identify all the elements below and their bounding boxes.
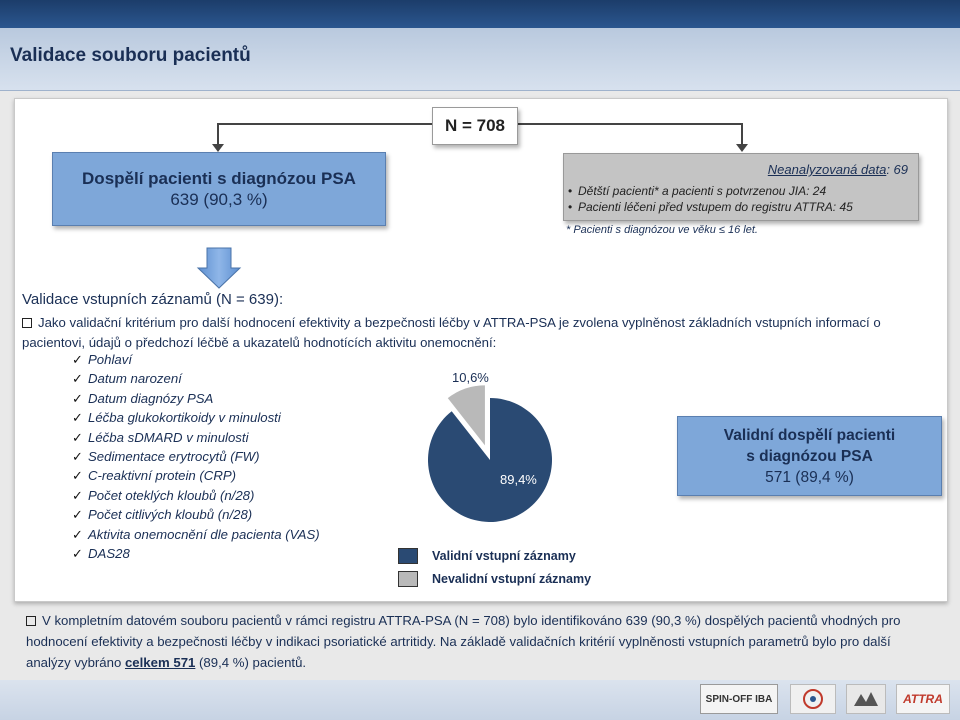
criteria-item: ✓ C-reaktivní protein (CRP) (72, 466, 320, 485)
criteria-item: ✓ Léčba glukokortikoidy v minulosti (72, 408, 320, 427)
summary-part2: (89,4 %) pacientů. (195, 655, 307, 670)
checkbox-icon (26, 616, 36, 626)
summary-part1: V kompletním datovém souboru pacientů v … (26, 613, 901, 670)
criteria-label: Pohlaví (88, 352, 132, 367)
pie-slice-invalid (446, 384, 486, 449)
page-title: Validace souboru pacientů (10, 45, 251, 66)
adult-box-label: Dospělí pacienti s diagnózou PSA (82, 169, 356, 188)
unanalyzed-item-text: Dětští pacienti* a pacienti s potvrzenou… (578, 184, 813, 198)
criteria-label: Léčba sDMARD v minulosti (88, 429, 249, 445)
legend-swatch-invalid (398, 571, 418, 587)
registry-emblem (846, 684, 886, 714)
valid-box-line2: s diagnózou PSA (746, 447, 873, 465)
footnote: * Pacienti s diagnózou ve věku ≤ 16 let. (566, 224, 758, 236)
down-arrow-icon (196, 247, 242, 289)
society-seal-icon (803, 689, 823, 709)
validation-text: Jako validační kritérium pro další hodno… (22, 313, 922, 353)
connector-right-arrowhead (736, 144, 748, 152)
unanalyzed-item-value: 45 (839, 200, 853, 214)
unanalyzed-heading: Neanalyzovaná data: 69 (564, 154, 918, 177)
valid-box-line1: Validní dospělí pacienti (723, 426, 896, 444)
pie-chart: 89,4% 10,6% (428, 370, 552, 522)
criteria-label: DAS28 (88, 545, 130, 561)
criteria-label: Sedimentace erytrocytů (FW) (88, 448, 260, 464)
top-bar (0, 0, 960, 28)
criteria-item: ✓ Počet oteklých kloubů (n/28) (72, 486, 320, 505)
connector-left (217, 123, 432, 146)
valid-box-value: 571 (89,4 %) (765, 468, 854, 486)
adult-patients-box: Dospělí pacienti s diagnózou PSA 639 (90… (52, 152, 386, 226)
criteria-label: Počet citlivých kloubů (n/28) (88, 507, 253, 523)
criteria-item: ✓ DAS28 (72, 544, 320, 563)
total-count-box: N = 708 (432, 107, 518, 145)
unanalyzed-data-box: Neanalyzovaná data: 69 Dětští pacienti* … (563, 153, 919, 221)
check-icon: ✓ (72, 390, 83, 406)
criteria-label: Počet oteklých kloubů (n/28) (88, 487, 255, 503)
criteria-item: ✓ Pohlaví (72, 350, 320, 369)
check-icon: ✓ (72, 429, 83, 445)
criteria-item: ✓ Sedimentace erytrocytů (FW) (72, 447, 320, 466)
criteria-label: Datum diagnózy PSA (88, 390, 214, 406)
unanalyzed-list: Dětští pacienti* a pacienti s potvrzenou… (564, 183, 918, 215)
unanalyzed-item-value: 24 (812, 184, 827, 198)
criteria-label: Datum narození (88, 371, 182, 387)
validation-text-content: Jako validační kritérium pro další hodno… (22, 315, 881, 350)
header-band (0, 28, 960, 91)
unanalyzed-value: : 69 (886, 162, 908, 177)
check-icon: ✓ (72, 526, 83, 542)
criteria-label: C-reaktivní protein (CRP) (88, 468, 237, 484)
criteria-item: ✓ Datum diagnózy PSA (72, 389, 320, 408)
criteria-item: ✓ Počet citlivých kloubů (n/28) (72, 505, 320, 524)
legend-label-valid: Validní vstupní záznamy (432, 549, 576, 563)
unanalyzed-item: Pacienti léčeni před vstupem do registru… (564, 199, 918, 215)
criteria-list: ✓ Pohlaví ✓ Datum narození ✓ Datum diagnózy… (72, 350, 320, 563)
spinoff-logo: SPIN-OFF IBA (700, 684, 778, 714)
emblem-icon (854, 692, 878, 706)
attra-logo: ATTRA (896, 684, 950, 714)
adult-box-value: 639 (90,3 %) (170, 190, 268, 209)
check-icon: ✓ (72, 545, 83, 561)
unanalyzed-item: Dětští pacienti* a pacienti s potvrzenou… (564, 183, 918, 199)
connector-right (516, 123, 743, 146)
check-icon: ✓ (72, 507, 83, 523)
check-icon: ✓ (72, 371, 83, 387)
check-icon: ✓ (72, 352, 83, 367)
pie-slice-valid (428, 398, 552, 522)
criteria-item: ✓ Datum narození (72, 369, 320, 388)
check-icon: ✓ (72, 468, 83, 484)
legend-label-invalid: Nevalidní vstupní záznamy (432, 572, 592, 586)
valid-patients-box: Validní dospělí pacienti s diagnózou PSA… (677, 416, 942, 496)
check-icon: ✓ (72, 410, 83, 426)
legend-swatch-valid (398, 548, 418, 564)
checkbox-icon (22, 318, 32, 328)
criteria-label: Léčba glukokortikoidy v minulosti (88, 410, 281, 426)
pie-label-valid: 89,4% (500, 472, 537, 487)
summary-highlight: celkem 571 (124, 655, 196, 670)
check-icon: ✓ (72, 487, 83, 503)
summary-text: V kompletním datovém souboru pacientů v … (26, 610, 936, 673)
criteria-label: Aktivita onemocnění dle pacienta (VAS) (88, 526, 320, 542)
society-logo (790, 684, 836, 714)
connector-left-arrowhead (212, 144, 224, 152)
check-icon: ✓ (72, 448, 83, 464)
criteria-item: ✓ Aktivita onemocnění dle pacienta (VAS) (72, 525, 320, 544)
unanalyzed-item-text: Pacienti léčeni před vstupem do registru… (578, 200, 840, 214)
unanalyzed-label: Neanalyzovaná data (767, 162, 887, 177)
validation-title: Validace vstupních záznamů (N = 639): (22, 291, 284, 308)
pie-label-invalid: 10,6% (452, 370, 489, 385)
criteria-item: ✓ Léčba sDMARD v minulosti (72, 428, 320, 447)
